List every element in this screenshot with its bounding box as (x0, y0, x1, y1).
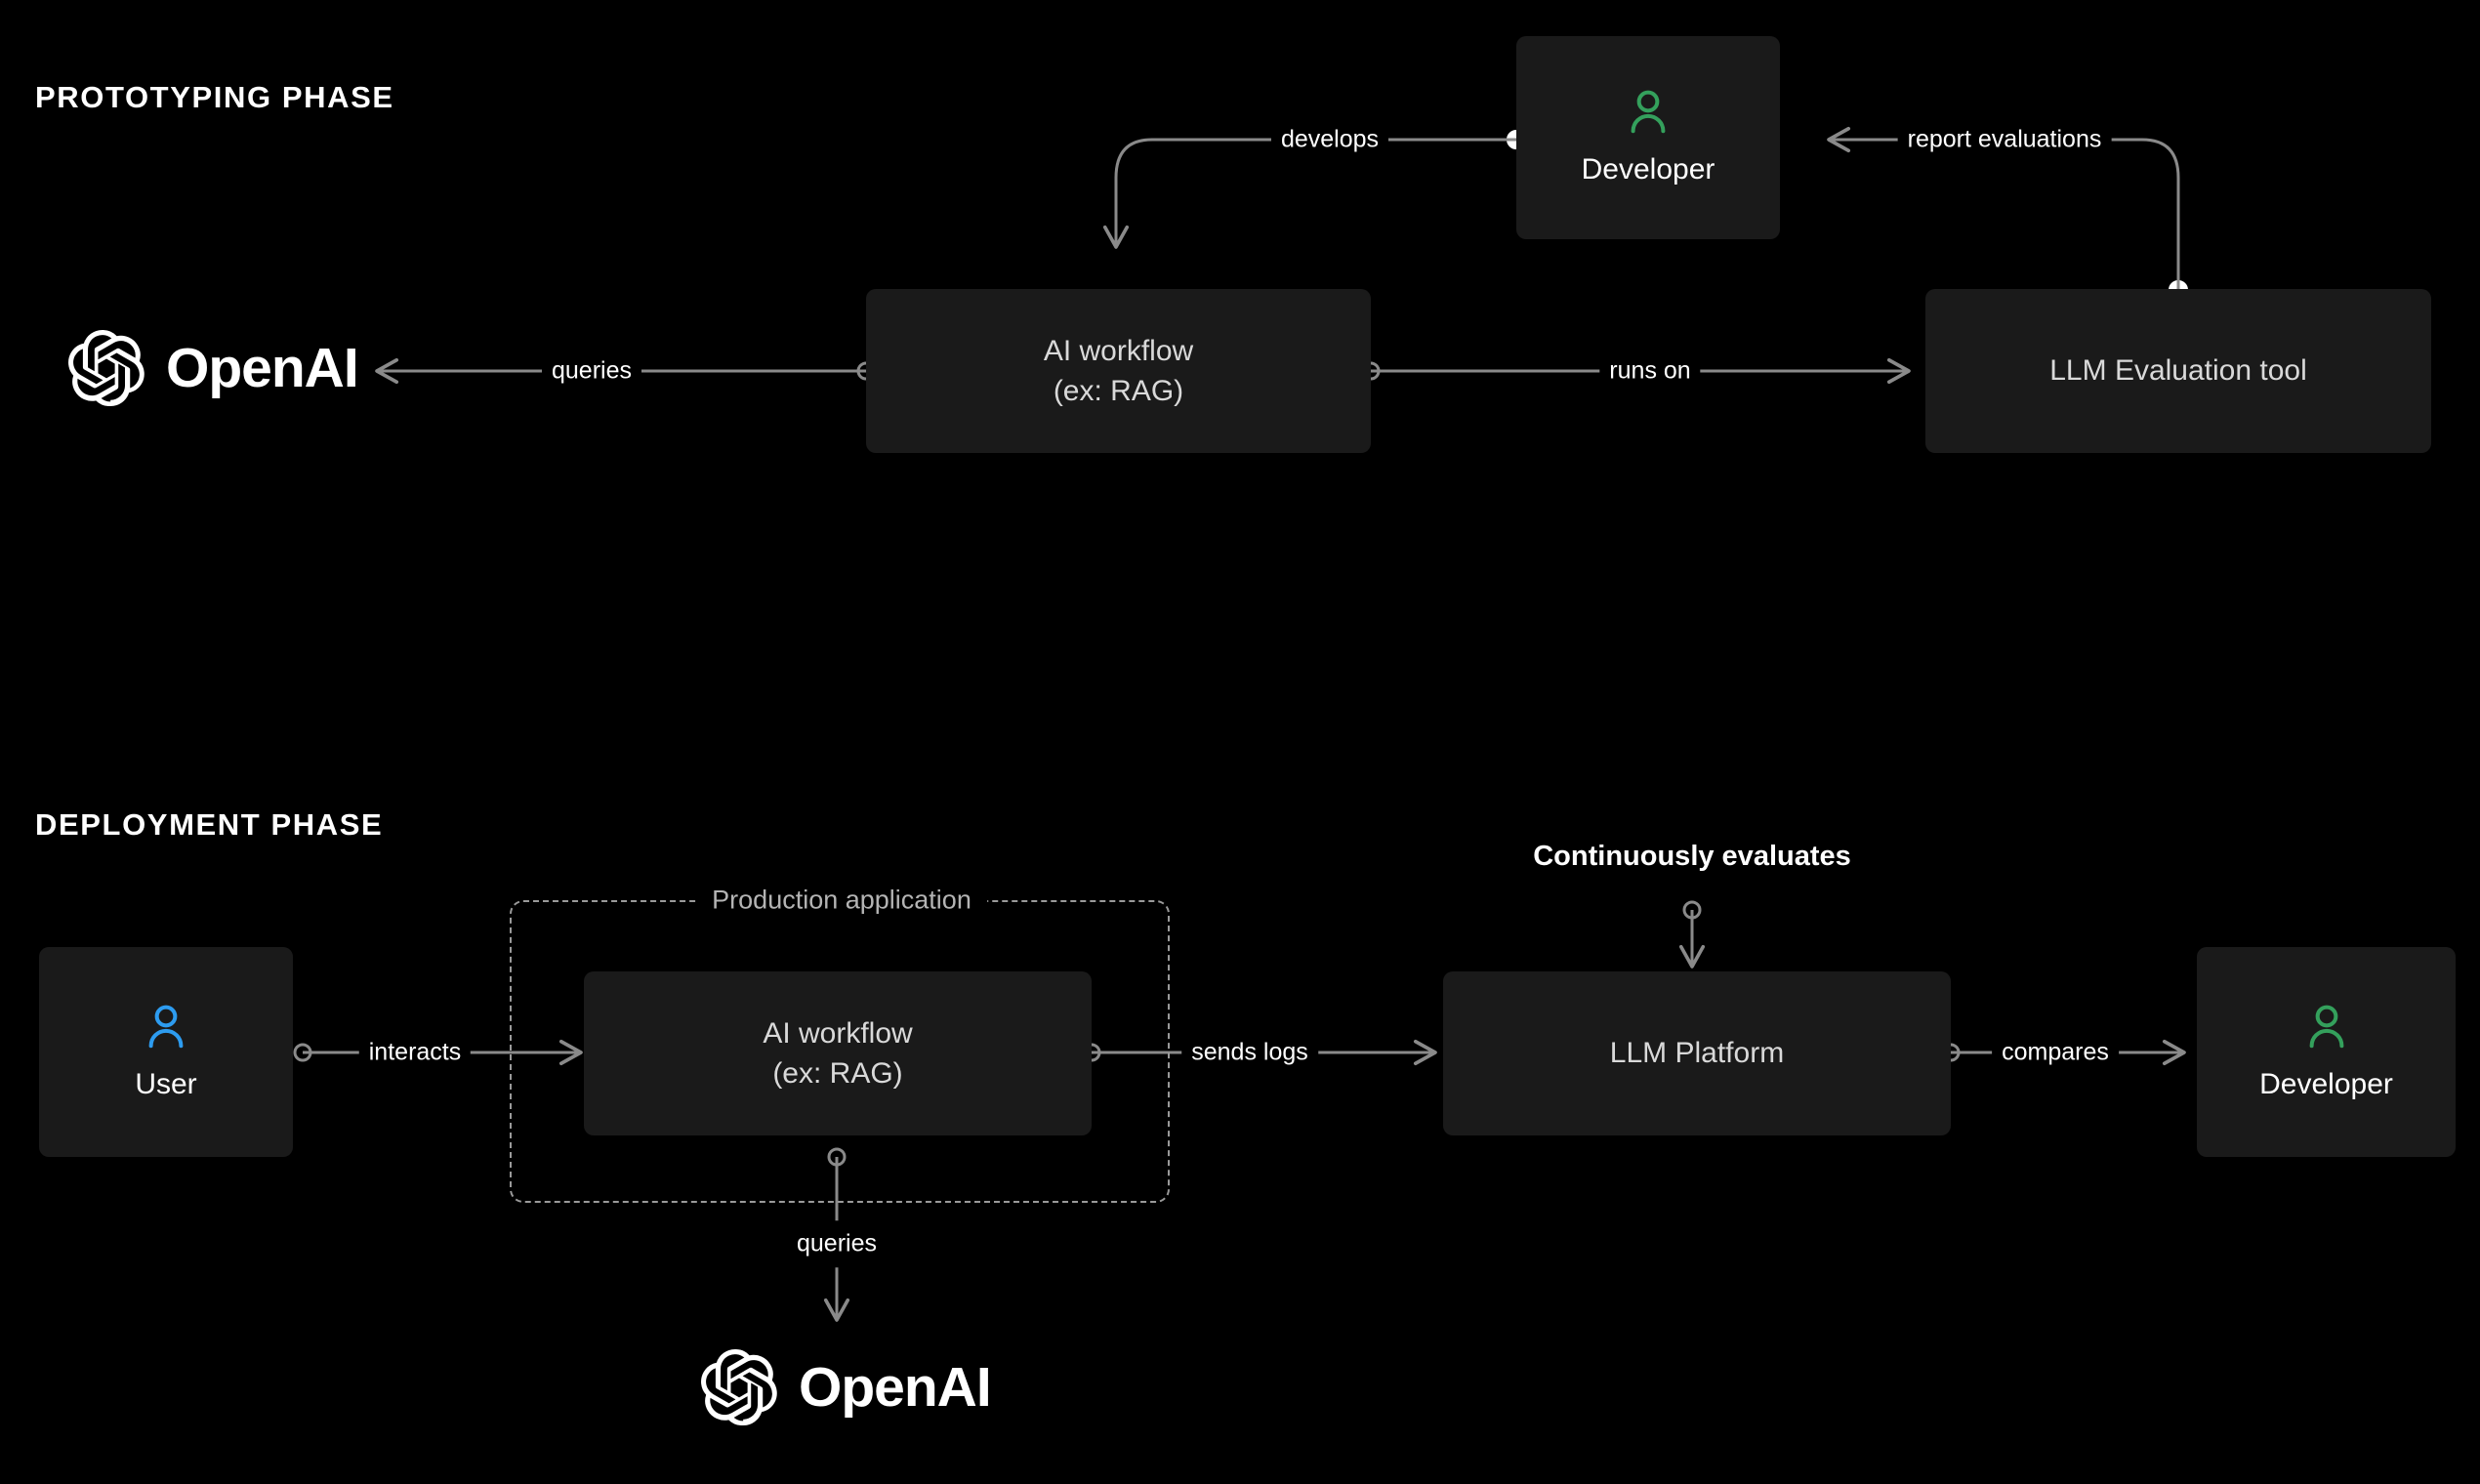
edge-develops (1102, 138, 1516, 249)
phase-title-deployment: DEPLOYMENT PHASE (35, 807, 384, 842)
phase-title-prototyping: PROTOTYPING PHASE (35, 80, 394, 114)
edge-label-runs-on: runs on (1599, 348, 1701, 394)
openai-wordmark: OpenAI (799, 1355, 992, 1419)
edge-label-interacts: interacts (358, 1029, 472, 1076)
node-developer-deployment-label: Developer (2259, 1067, 2393, 1100)
node-user-label: User (135, 1067, 197, 1100)
node-ai-workflow-prototyping[interactable]: AI workflow (ex: RAG) (866, 289, 1371, 453)
group-production-application-label: Production application (696, 885, 987, 916)
openai-wordmark: OpenAI (166, 336, 359, 399)
person-icon (148, 1005, 184, 1048)
node-llm-platform-label: LLM Platform (1609, 1037, 1785, 1070)
edge-report-evaluations (1827, 126, 2180, 290)
note-continuously-evaluates: Continuously evaluates (1533, 841, 1851, 872)
node-developer-deployment[interactable]: Developer (2197, 947, 2456, 1157)
node-llm-platform[interactable]: LLM Platform (1443, 971, 1951, 1135)
person-icon (2309, 1005, 2343, 1048)
edge-label-develops: develops (1270, 116, 1389, 163)
node-user[interactable]: User (39, 947, 293, 1157)
node-llm-evaluation-tool-label: LLM Evaluation tool (2049, 354, 2307, 388)
node-ai-workflow-deployment-label: AI workflow (ex: RAG) (763, 1016, 913, 1090)
edge-label-report-evaluations: report evaluations (1897, 116, 2112, 163)
edge-label-queries-bottom: queries (787, 1220, 887, 1267)
node-ai-workflow-prototyping-label: AI workflow (ex: RAG) (1043, 334, 1194, 407)
node-ai-workflow-deployment[interactable]: AI workflow (ex: RAG) (584, 971, 1092, 1135)
node-developer-prototyping[interactable]: Developer (1516, 36, 1780, 239)
node-developer-prototyping-label: Developer (1581, 153, 1715, 186)
edge-label-sends-logs: sends logs (1181, 1029, 1318, 1076)
node-llm-evaluation-tool[interactable]: LLM Evaluation tool (1925, 289, 2431, 453)
openai-logo-icon (68, 330, 145, 406)
edge-label-queries-top: queries (542, 348, 641, 394)
openai-brand-deployment: OpenAI (701, 1349, 992, 1425)
openai-brand-prototyping: OpenAI (68, 330, 359, 406)
openai-logo-icon (701, 1349, 777, 1425)
edge-label-compares: compares (1992, 1029, 2119, 1076)
person-icon (1631, 90, 1666, 134)
